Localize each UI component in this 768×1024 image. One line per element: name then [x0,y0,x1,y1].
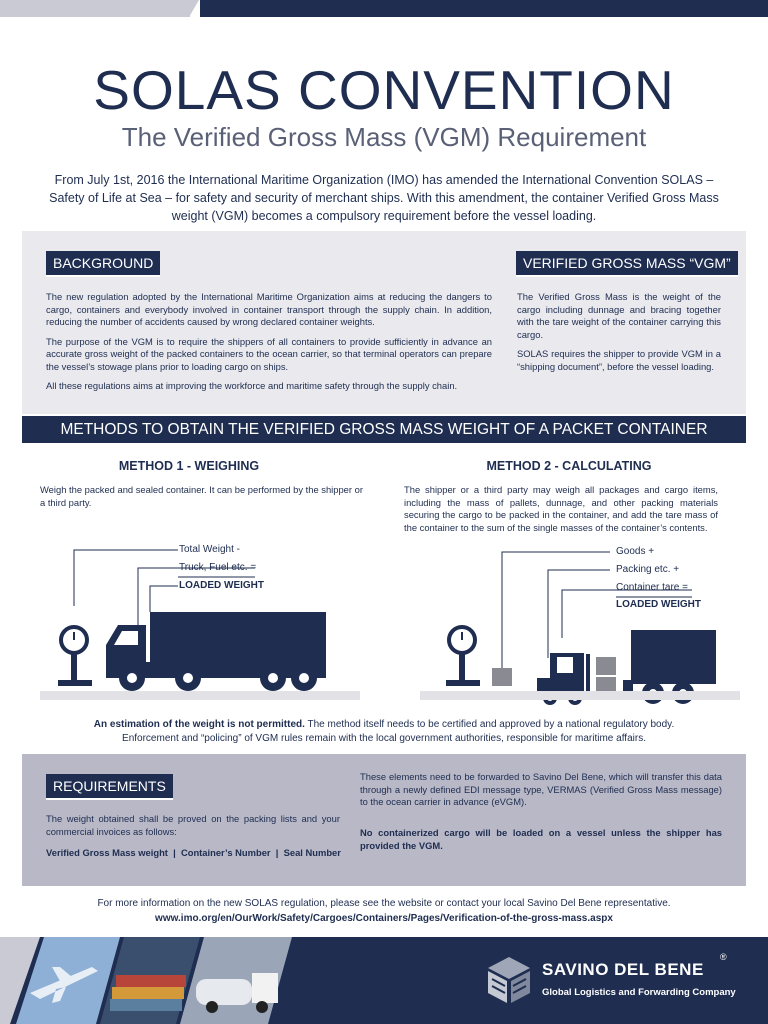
methods-bar: METHODS TO OBTAIN THE VERIFIED GROSS MAS… [22,416,746,443]
leader-tare [561,589,692,638]
company-name: SAVINO DEL BENE [542,960,704,979]
company-tagline: Global Logistics and Forwarding Company [542,987,736,998]
leader-total [73,549,178,606]
requirements-items: Verified Gross Mass weight | Container’s… [46,847,341,858]
requirements-left-text: The weight obtained shall be proved on t… [46,813,340,837]
method2-label-packing: Packing etc. + [616,564,680,575]
estimation-note-line2: Enforcement and “policing” of VGM rules … [122,733,646,744]
method2-label-loaded: LOADED WEIGHT [616,599,701,610]
requirements-label: REQUIREMENTS [46,774,173,800]
goods-box-icon [492,668,512,686]
vgm-p2: SOLAS requires the shipper to provide VG… [517,348,721,372]
leader-loaded [149,585,178,612]
method1-label-truck: Truck, Fuel etc. = [179,562,257,573]
company-logo-icon [488,957,530,1003]
top-bar-dark [200,0,768,17]
background-text: The new regulation adopted by the Intern… [46,291,492,400]
ground-bar [40,691,360,700]
method2-label-tare: Container tare = [616,582,688,593]
scale-icon [58,625,92,686]
top-bar-light [0,0,190,17]
tanker-truck-icon [196,979,252,1005]
method1-label-loaded: LOADED WEIGHT [179,580,264,591]
method1-label-total: Total Weight - [179,544,240,555]
transport-photo-strip [0,937,292,1024]
info-text: For more information on the new SOLAS re… [97,898,671,909]
method2-title: METHOD 2 - CALCULATING [486,459,652,473]
method2-label-goods: Goods + [616,546,655,557]
info-url[interactable]: www.imo.org/en/OurWork/Safety/Cargoes/Co… [155,913,613,924]
vgm-text: The Verified Gross Mass is the weight of… [517,291,721,380]
method1-text: Weigh the packed and sealed container. I… [40,484,363,508]
requirements-right-text: These elements need to be forwarded to S… [360,771,722,807]
method1-illustration [40,549,360,700]
vgm-label: VERIFIED GROSS MASS “VGM” [516,251,738,277]
background-label: BACKGROUND [46,251,161,277]
estimation-note-bold: An estimation of the weight is not permi… [93,719,305,730]
airplane-icon [30,967,98,1003]
vgm-p1: The Verified Gross Mass is the weight of… [517,291,721,340]
estimation-note: An estimation of the weight is not permi… [30,718,738,746]
intro-text: From July 1st, 2016 the International Ma… [49,173,719,223]
background-p3: All these regulations aims at improving … [46,380,458,391]
page-subtitle: The Verified Gross Mass (VGM) Requiremen… [121,122,647,152]
estimation-note-rest: The method itself needs to be certified … [304,719,675,730]
page-title: SOLAS CONVENTION [93,59,675,121]
method1-title: METHOD 1 - WEIGHING [118,459,260,473]
background-p1: The new regulation adopted by the Intern… [46,291,492,327]
leader-packing [547,569,610,658]
method2-text: The shipper or a third party may weigh a… [404,484,718,533]
background-p2: The purpose of the VGM is to require the… [46,335,492,372]
truck-icon [106,612,326,691]
requirements-right-bold: No containerized cargo will be loaded on… [360,827,722,851]
leader-goods [501,551,610,670]
method2-illustration [420,551,740,705]
scale-icon-2 [446,625,480,686]
ground-bar-2 [420,691,740,700]
registered-mark: ® [720,952,727,962]
